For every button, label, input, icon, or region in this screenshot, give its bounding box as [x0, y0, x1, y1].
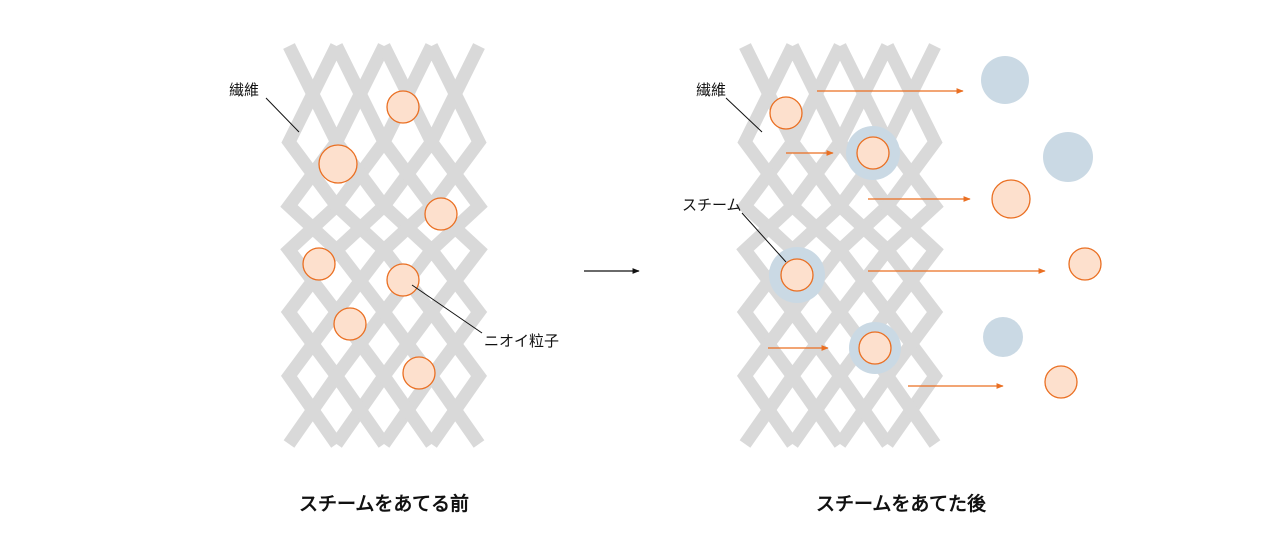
- odor-particle: [318, 144, 358, 184]
- fiber-mesh-before: [280, 43, 488, 448]
- odor-particles-before: [302, 90, 458, 390]
- panel-after: 繊維 スチーム: [682, 43, 1102, 448]
- fiber-leader-line-after: [725, 97, 763, 133]
- panel-before: 繊維 ニオイ粒子: [229, 43, 559, 448]
- fiber-strand: [327, 43, 393, 448]
- odor-particle: [386, 90, 420, 124]
- fiber-strand: [831, 43, 897, 448]
- caption-before: スチームをあてる前: [298, 493, 470, 515]
- odor-particle: [1068, 247, 1102, 281]
- steam-drop: [983, 317, 1023, 357]
- odor-particle: [858, 331, 892, 365]
- odor-particle: [991, 179, 1031, 219]
- fiber-strand: [736, 43, 802, 448]
- fiber-strand: [375, 43, 441, 448]
- odor-particle: [386, 263, 420, 297]
- caption-after: スチームをあてた後: [815, 493, 987, 515]
- odor-particle: [424, 197, 458, 231]
- odor-particle: [333, 307, 367, 341]
- odor-particle: [769, 96, 803, 130]
- steam-drop: [1043, 132, 1093, 182]
- fiber-label-after: 繊維: [696, 81, 726, 99]
- odor-particles-after: [769, 96, 1102, 399]
- release-arrows: [768, 88, 1046, 389]
- odor-particle-label: ニオイ粒子: [484, 332, 559, 350]
- odor-particle: [1044, 365, 1078, 399]
- odor-particle: [780, 258, 814, 292]
- fiber-mesh-after: [736, 43, 944, 448]
- steam-drop: [981, 56, 1029, 104]
- steam-leader-line: [741, 212, 787, 263]
- odor-particle: [402, 356, 436, 390]
- steam-label: スチーム: [682, 196, 742, 214]
- fiber-leader-line-before: [265, 97, 300, 133]
- particle-leader-line: [411, 284, 483, 334]
- odor-particle: [302, 247, 336, 281]
- fiber-strand: [422, 43, 488, 448]
- fiber-strand: [878, 43, 944, 448]
- fiber-label-before: 繊維: [229, 81, 259, 99]
- odor-particle: [856, 136, 890, 170]
- fiber-strand: [280, 43, 346, 448]
